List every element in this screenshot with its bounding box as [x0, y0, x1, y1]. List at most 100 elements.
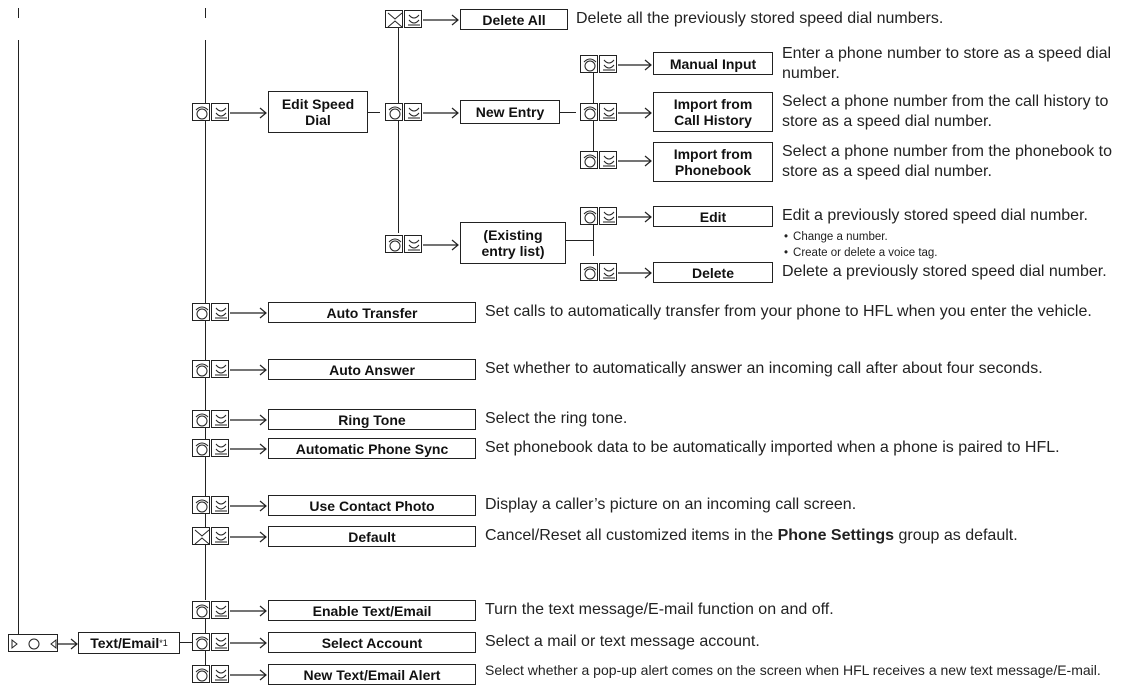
manual-input-box: Manual Input [653, 52, 773, 75]
tree-line [593, 223, 595, 256]
interface-dial-icon [192, 303, 210, 321]
arrow-icon [230, 636, 267, 649]
interface-dial-icon [192, 665, 210, 683]
new-text-email-alert-box: New Text/Email Alert [268, 664, 476, 685]
interface-dial-icon [192, 633, 210, 651]
default-description-text: group as default. [894, 527, 1018, 544]
voice-command-icon [599, 207, 617, 225]
interface-dial-icon [192, 496, 210, 514]
arrow-icon [618, 154, 652, 167]
enable-text-email-description: Turn the text message/E-mail function on… [485, 601, 834, 618]
voice-command-icon [599, 263, 617, 281]
voice-command-icon [404, 235, 422, 253]
auto-transfer-description: Set calls to automatically transfer from… [485, 303, 1092, 320]
arrow-icon [230, 499, 267, 512]
arrow-icon [230, 668, 267, 681]
interface-dial-icon [192, 601, 210, 619]
edit-bullet: Change a number. [784, 230, 888, 244]
voice-command-icon [404, 10, 422, 28]
select-account-box: Select Account [268, 632, 476, 653]
edit-bullet: Create or delete a voice tag. [784, 246, 937, 260]
interface-dial-icon [192, 410, 210, 428]
interface-dial-icon [580, 103, 598, 121]
auto-transfer-box: Auto Transfer [268, 302, 476, 323]
arrow-icon [618, 266, 652, 279]
enable-text-email-box: Enable Text/Email [268, 600, 476, 621]
auto-answer-box: Auto Answer [268, 359, 476, 380]
import-call-history-description: Select a phone number from the call hist… [782, 93, 1109, 130]
phone-settings-emphasis: Phone Settings [777, 527, 895, 544]
voice-command-icon [404, 103, 422, 121]
new-text-email-alert-description: Select whether a pop-up alert comes on t… [485, 662, 1101, 678]
arrow-icon [58, 637, 78, 650]
tree-line [180, 642, 192, 644]
tree-line [560, 112, 576, 114]
edit-speed-dial-box: Edit Speed Dial [268, 91, 368, 133]
default-description-text: Cancel/Reset all customized items in the [485, 527, 778, 544]
voice-command-icon [211, 303, 229, 321]
rotate-selector-icon [8, 634, 58, 652]
manual-input-description: Enter a phone number to store as a speed… [782, 45, 1112, 82]
text-email-box: Text/Email*1 [78, 632, 180, 654]
arrow-icon [230, 442, 267, 455]
interface-dial-icon [385, 235, 403, 253]
tree-line [398, 28, 400, 233]
default-description: Cancel/Reset all customized items in the… [485, 526, 1125, 546]
interface-dial-icon [192, 439, 210, 457]
arrow-icon [230, 413, 267, 426]
tree-line [566, 240, 593, 242]
existing-entry-list-box: (Existing entry list) [460, 222, 566, 264]
import-phonebook-box: Import from Phonebook [653, 142, 773, 182]
arrow-icon [230, 106, 267, 119]
edit-description: Edit a previously stored speed dial numb… [782, 207, 1088, 224]
arrow-icon [230, 306, 267, 319]
voice-command-icon [211, 665, 229, 683]
use-contact-photo-description: Display a caller’s picture on an incomin… [485, 496, 857, 513]
arrow-icon [423, 238, 459, 251]
delete-all-description: Delete all the previously stored speed d… [576, 10, 944, 27]
arrow-icon [230, 604, 267, 617]
voice-command-icon [211, 527, 229, 545]
voice-command-icon [211, 496, 229, 514]
automatic-phone-sync-description: Set phonebook data to be automatically i… [485, 439, 1060, 456]
ring-tone-box: Ring Tone [268, 409, 476, 430]
arrow-icon [423, 13, 459, 26]
auto-answer-description: Set whether to automatically answer an i… [485, 360, 1043, 377]
voice-command-icon [599, 103, 617, 121]
tree-line [205, 8, 207, 18]
ring-tone-description: Select the ring tone. [485, 410, 628, 427]
voice-command-icon [211, 633, 229, 651]
interface-dial-icon [192, 103, 210, 121]
arrow-icon [230, 363, 267, 376]
voice-command-icon [211, 601, 229, 619]
new-entry-box: New Entry [460, 100, 560, 124]
delete-description: Delete a previously stored speed dial nu… [782, 263, 1107, 280]
arrow-icon [230, 530, 267, 543]
delete-all-box: Delete All [460, 9, 568, 30]
footnote-marker: *1 [159, 638, 168, 648]
import-call-history-box: Import from Call History [653, 92, 773, 132]
interface-dial-icon [580, 263, 598, 281]
voice-command-icon [211, 410, 229, 428]
arrow-icon [618, 210, 652, 223]
interface-dial-icon [580, 207, 598, 225]
interface-dial-icon [385, 103, 403, 121]
interface-dial-icon [580, 151, 598, 169]
arrow-icon [423, 106, 459, 119]
voice-command-icon [211, 439, 229, 457]
edit-box: Edit [653, 206, 773, 227]
arrow-icon [618, 58, 652, 71]
default-box: Default [268, 526, 476, 547]
use-contact-photo-box: Use Contact Photo [268, 495, 476, 516]
tree-line [18, 40, 20, 642]
interface-dial-icon [580, 55, 598, 73]
tree-line [18, 8, 20, 18]
delete-box: Delete [653, 262, 773, 283]
text-email-label: Text/Email [90, 635, 160, 651]
tree-line [368, 112, 380, 114]
voice-command-icon [211, 360, 229, 378]
automatic-phone-sync-box: Automatic Phone Sync [268, 438, 476, 459]
select-account-description: Select a mail or text message account. [485, 633, 760, 650]
arrow-icon [618, 106, 652, 119]
